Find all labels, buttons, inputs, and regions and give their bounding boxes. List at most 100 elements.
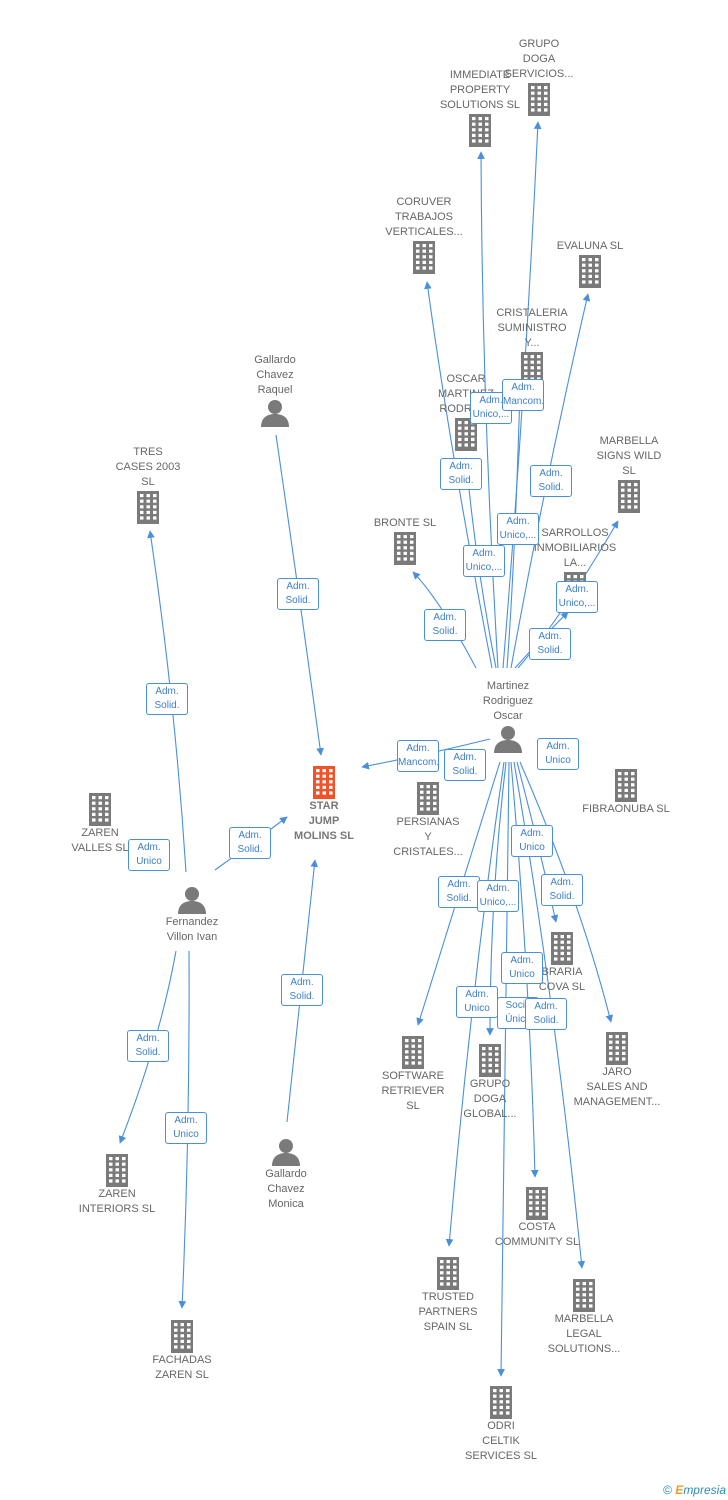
relation-badge[interactable]: Adm. Unico: [511, 825, 553, 857]
node-label: ODRI CELTIK SERVICES SL: [465, 1420, 537, 1462]
person-node[interactable]: Gallardo Chavez Monica: [226, 1137, 346, 1212]
company-icon: [455, 418, 477, 451]
node-label: GRUPO DOGA SERVICIOS...: [504, 38, 574, 80]
node-label: MARBELLA SIGNS WILD SL: [596, 435, 662, 477]
company-node[interactable]: SOFTWARE RETRIEVER SL: [353, 1035, 473, 1114]
node-label: EVALUNA SL: [556, 240, 624, 252]
person-icon: [178, 887, 206, 914]
company-node[interactable]: TRES CASES 2003 SL: [88, 445, 208, 524]
focus-company-node[interactable]: STAR JUMP MOLINS SL: [264, 765, 384, 844]
person-node[interactable]: Martinez Rodriguez Oscar: [448, 679, 568, 754]
relation-badge[interactable]: Adm. Solid.: [438, 876, 480, 908]
relation-badge[interactable]: Adm. Solid.: [277, 578, 319, 610]
node-label: STAR JUMP MOLINS SL: [294, 800, 354, 842]
node-label: Gallardo Chavez Raquel: [254, 354, 296, 396]
company-node[interactable]: BRONTE SL: [345, 516, 465, 565]
focus-company-icon: [313, 766, 335, 799]
node-label: MARBELLA LEGAL SOLUTIONS...: [547, 1313, 621, 1355]
node-label: SOFTWARE RETRIEVER SL: [381, 1070, 445, 1112]
company-icon: [469, 114, 491, 147]
company-icon: [606, 1032, 628, 1065]
company-node[interactable]: GRUPO DOGA SERVICIOS...: [479, 37, 599, 116]
relation-badge[interactable]: Adm. Unico,...: [477, 880, 519, 912]
node-label: PERSIANAS Y CRISTALES...: [393, 816, 463, 858]
company-icon: [551, 932, 573, 965]
company-icon: [615, 769, 637, 802]
company-node[interactable]: CORUVER TRABAJOS VERTICALES...: [364, 195, 484, 274]
relation-badge[interactable]: Adm. Solid.: [529, 628, 571, 660]
relation-badge[interactable]: Adm. Solid.: [424, 609, 466, 641]
person-node[interactable]: Gallardo Chavez Raquel: [215, 353, 335, 428]
node-label: CORUVER TRABAJOS VERTICALES...: [385, 196, 463, 238]
person-icon: [494, 726, 522, 753]
company-icon: [526, 1187, 548, 1220]
node-label: TRES CASES 2003 SL: [115, 446, 181, 488]
company-icon: [106, 1154, 128, 1187]
company-node[interactable]: ODRI CELTIK SERVICES SL: [441, 1385, 561, 1464]
company-node[interactable]: PERSIANAS Y CRISTALES...: [368, 781, 488, 860]
relation-badge[interactable]: Adm. Unico: [128, 839, 170, 871]
node-label: TRUSTED PARTNERS SPAIN SL: [418, 1291, 478, 1333]
company-node[interactable]: CRISTALERIA SUMINISTRO Y...: [472, 306, 592, 385]
relation-badge[interactable]: Adm. Solid.: [444, 749, 486, 781]
relation-badge[interactable]: Adm. Unico: [165, 1112, 207, 1144]
node-label: GRUPO DOGA GLOBAL...: [463, 1078, 517, 1120]
company-node[interactable]: BRARIA COVA SL: [502, 931, 622, 995]
relation-badge[interactable]: Adm. Solid.: [530, 465, 572, 497]
node-label: COSTA COMMUNITY SL: [494, 1221, 580, 1248]
company-icon: [479, 1044, 501, 1077]
company-icon: [171, 1320, 193, 1353]
company-node[interactable]: GRUPO DOGA GLOBAL...: [430, 1043, 550, 1122]
relation-badge[interactable]: Adm. Solid.: [541, 874, 583, 906]
company-node[interactable]: IMMEDIATE PROPERTY SOLUTIONS SL: [420, 68, 540, 147]
person-node[interactable]: Fernandez Villon Ivan: [132, 885, 252, 945]
node-label: SARROLLOS INMOBILIARIOS LA...: [533, 527, 617, 569]
relation-badge[interactable]: Adm. Solid.: [146, 683, 188, 715]
node-label: JARO SALES AND MANAGEMENT...: [573, 1066, 661, 1108]
person-icon: [261, 400, 289, 427]
node-label: CRISTALERIA SUMINISTRO Y...: [496, 307, 568, 349]
company-icon: [521, 352, 543, 385]
company-node[interactable]: ZAREN INTERIORS SL: [57, 1153, 177, 1217]
company-node[interactable]: MARBELLA SIGNS WILD SL: [569, 434, 689, 513]
company-icon: [579, 255, 601, 288]
relation-badge[interactable]: Adm. Solid.: [281, 974, 323, 1006]
brand-initial: E: [675, 1483, 684, 1497]
company-node[interactable]: MARBELLA LEGAL SOLUTIONS...: [524, 1278, 644, 1357]
company-node[interactable]: FIBRAONUBA SL: [566, 768, 686, 817]
node-label: FACHADAS ZAREN SL: [152, 1354, 212, 1381]
relation-badge[interactable]: Adm. Solid.: [127, 1030, 169, 1062]
copyright-symbol: ©: [663, 1483, 672, 1497]
relation-badge[interactable]: Adm. Unico: [537, 738, 579, 770]
relation-badge[interactable]: Adm. Unico,...: [497, 513, 539, 545]
relation-badge[interactable]: Adm. Unico,...: [556, 581, 598, 613]
company-icon: [528, 83, 550, 116]
relation-badge[interactable]: Adm. Unico,...: [463, 545, 505, 577]
node-label: FIBRAONUBA SL: [582, 803, 670, 815]
company-node[interactable]: JARO SALES AND MANAGEMENT...: [557, 1031, 677, 1110]
relation-badge[interactable]: Adm. Solid.: [229, 827, 271, 859]
relation-badge[interactable]: Adm. Unico: [456, 986, 498, 1018]
node-label: IMMEDIATE PROPERTY SOLUTIONS SL: [439, 69, 521, 111]
node-label: ZAREN INTERIORS SL: [78, 1188, 156, 1215]
relation-edge: [497, 761, 510, 1377]
relation-badge[interactable]: Adm. Solid.: [440, 458, 482, 490]
company-node[interactable]: TRUSTED PARTNERS SPAIN SL: [388, 1256, 508, 1335]
company-node[interactable]: COSTA COMMUNITY SL: [477, 1186, 597, 1250]
company-icon: [618, 480, 640, 513]
company-icon: [402, 1036, 424, 1069]
company-icon: [490, 1386, 512, 1419]
company-node[interactable]: FACHADAS ZAREN SL: [122, 1319, 242, 1383]
node-label: ZAREN VALLES SL: [71, 827, 129, 854]
company-icon: [137, 491, 159, 524]
company-icon: [413, 241, 435, 274]
relation-badge[interactable]: Adm. Unico: [501, 952, 543, 984]
relation-badge[interactable]: Adm. Solid.: [525, 998, 567, 1030]
company-icon: [394, 532, 416, 565]
company-node[interactable]: ZAREN VALLES SL: [40, 792, 160, 856]
company-node[interactable]: EVALUNA SL: [530, 239, 650, 288]
person-icon: [272, 1139, 300, 1166]
relation-badge[interactable]: Adm. Mancom.: [397, 740, 439, 772]
relation-badge[interactable]: Adm. Mancom.: [502, 379, 544, 411]
empresia-brand[interactable]: © Empresia: [663, 1483, 726, 1497]
